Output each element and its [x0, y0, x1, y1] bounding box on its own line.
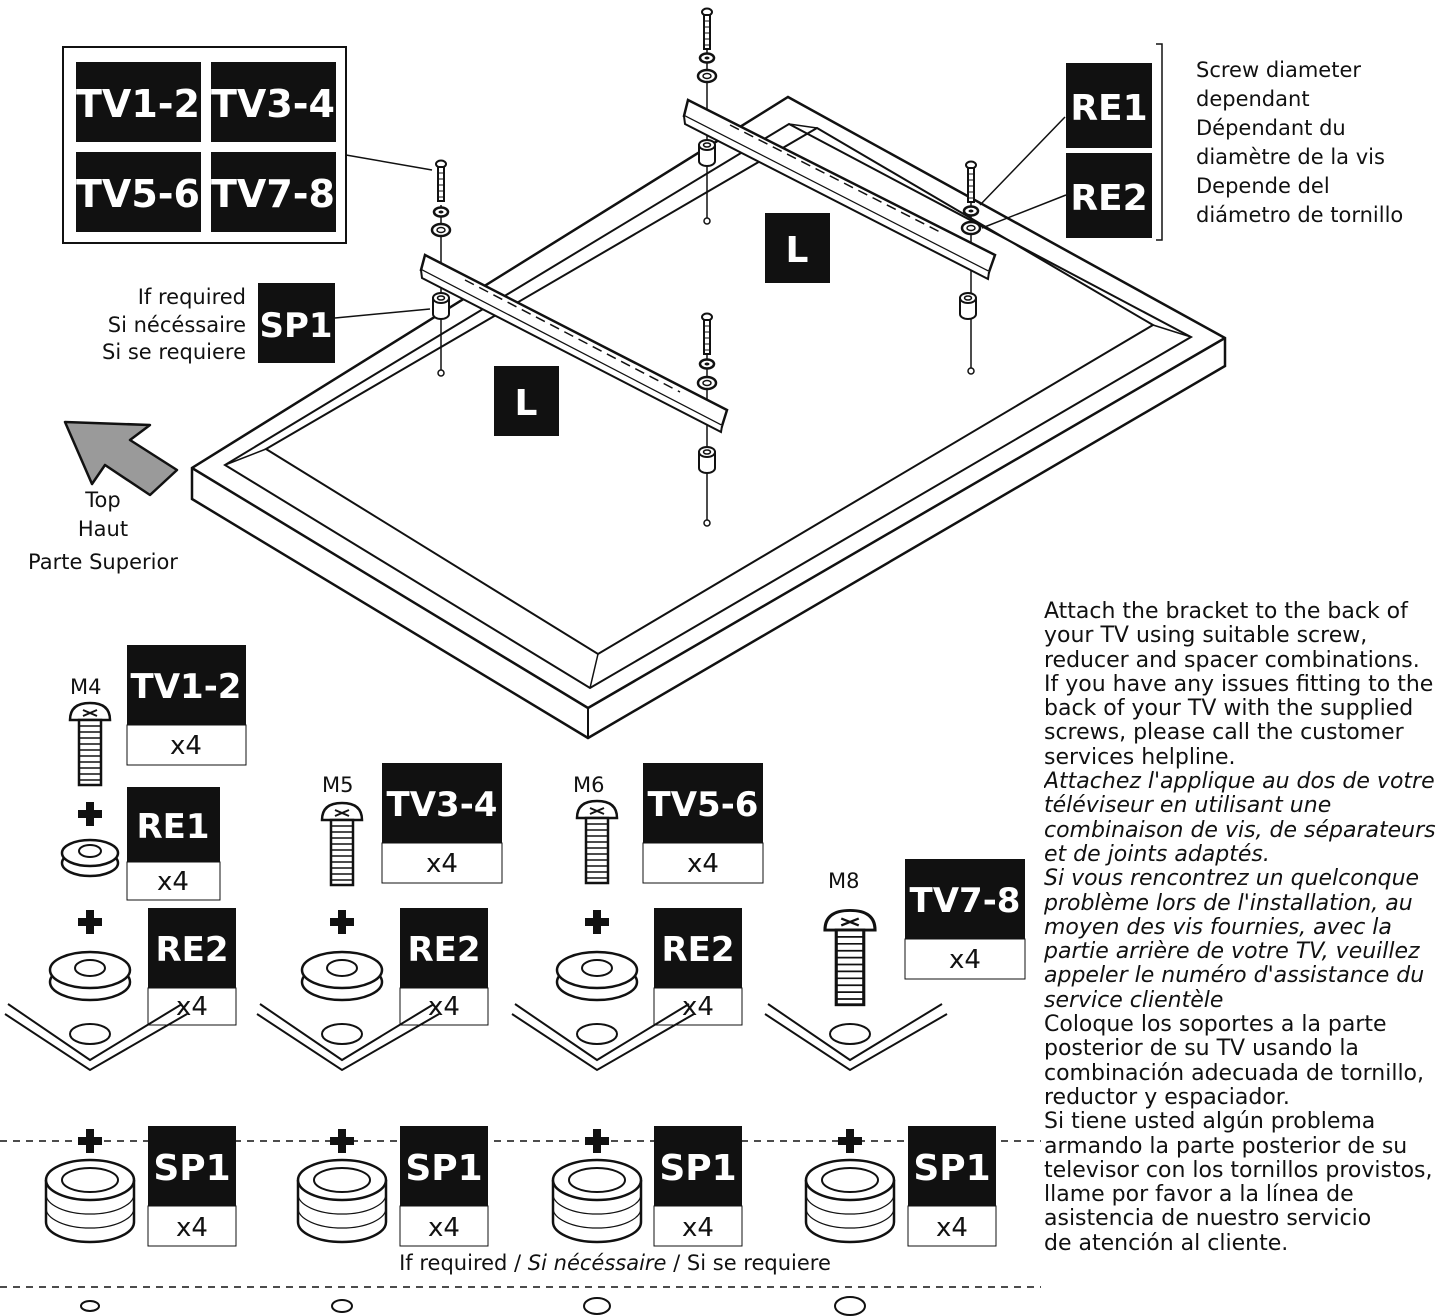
svg-text:diamètre de la vis: diamètre de la vis — [1196, 145, 1385, 169]
svg-text:L: L — [515, 383, 538, 424]
svg-text:TV7-8: TV7-8 — [211, 172, 335, 216]
bracket-upper — [682, 7, 997, 375]
bracket-lower — [419, 159, 729, 527]
svg-text:Haut: Haut — [78, 517, 128, 541]
legend-label-tv7-8: TV7-8 — [211, 152, 336, 232]
screw-label-tv3-4: TV3-4 x4 — [381, 763, 503, 884]
bracket-label-1: L — [765, 213, 830, 283]
instructions-english: Attach the bracket to the back of your T… — [1044, 600, 1434, 770]
legend-label-tv3-4: TV3-4 — [211, 62, 336, 142]
svg-text:If required: If required — [138, 285, 246, 309]
svg-text:x4: x4 — [157, 867, 189, 897]
svg-text:SP1: SP1 — [259, 306, 332, 346]
hardware-column-2: M5 TV3-4 x4 RE2 x4 SP1 x4 — [256, 763, 503, 1313]
arrow-icon — [63, 420, 179, 497]
svg-text:RE2: RE2 — [407, 930, 480, 970]
svg-text:x4: x4 — [426, 849, 458, 879]
svg-text:Si se requiere: Si se requiere — [102, 340, 246, 364]
svg-text:TV5-6: TV5-6 — [648, 785, 759, 825]
screw-diameter-note: RE1 RE2 Screw diameter dependant Dépenda… — [979, 43, 1403, 241]
spacer-label-sp1: SP1 — [258, 283, 335, 363]
svg-text:M8: M8 — [828, 869, 859, 893]
svg-text:x4: x4 — [936, 1213, 968, 1243]
screw-label-tv1-2: TV1-2 x4 — [126, 645, 247, 766]
svg-text:M5: M5 — [322, 773, 353, 797]
svg-text:RE2: RE2 — [155, 930, 228, 970]
svg-text:x4: x4 — [428, 1213, 460, 1243]
reducer-label-re2: RE2 x4 — [147, 908, 237, 1026]
legend-label-tv1-2: TV1-2 — [76, 62, 201, 142]
svg-text:RE1: RE1 — [136, 807, 209, 847]
instructions: Attach the bracket to the back of your T… — [1044, 600, 1441, 1256]
svg-text:diámetro de tornillo: diámetro de tornillo — [1196, 203, 1403, 227]
svg-text:TV1-2: TV1-2 — [76, 82, 200, 126]
svg-text:SP1: SP1 — [153, 1148, 230, 1189]
svg-text:Si nécéssaire: Si nécéssaire — [108, 313, 246, 337]
spacer-label-sp1: SP1 x4 — [907, 1126, 997, 1247]
if-required-note: If required / Si nécéssaire / Si se requ… — [399, 1251, 831, 1275]
spacer-label-sp1: SP1 x4 — [147, 1126, 237, 1247]
svg-text:M6: M6 — [573, 773, 604, 797]
screw-label-tv7-8: TV7-8 x4 — [904, 859, 1026, 980]
instructions-spanish: Coloque los soportes a la parte posterio… — [1044, 1012, 1433, 1256]
svg-text:SP1: SP1 — [913, 1148, 990, 1189]
spacer-label-sp1: SP1 x4 — [653, 1126, 743, 1247]
svg-text:x4: x4 — [687, 849, 719, 879]
svg-text:SP1: SP1 — [405, 1148, 482, 1189]
svg-text:TV7-8: TV7-8 — [910, 881, 1021, 921]
svg-text:Depende del: Depende del — [1196, 174, 1330, 198]
svg-text:Dépendant du: Dépendant du — [1196, 116, 1346, 140]
hardware-column-3: M6 TV5-6 x4 RE2 x4 SP1 x4 — [511, 763, 764, 1315]
reducer-label-re1: RE1 x4 — [126, 787, 221, 901]
reducer-label-re2: RE2 — [1066, 153, 1152, 238]
top-indicator: Top Haut Parte Superior — [28, 420, 179, 574]
svg-text:Screw diameter: Screw diameter — [1196, 58, 1361, 82]
reducer-label-re2: RE2 x4 — [399, 908, 489, 1026]
legend-label-tv5-6: TV5-6 — [76, 152, 201, 232]
hardware-column-1: M4 TV1-2 x4 RE1 x4 RE2 x4 SP1 — [4, 645, 247, 1312]
svg-text:M4: M4 — [70, 675, 101, 699]
hardware-column-4: M8 TV7-8 x4 SP1 x4 — [764, 859, 1026, 1316]
reducer-label-re1: RE1 — [1066, 63, 1152, 148]
legend-box: TV1-2 TV3-4 TV5-6 TV7-8 — [62, 46, 433, 244]
svg-text:x4: x4 — [949, 945, 981, 975]
tv-panel-icon — [764, 1003, 948, 1072]
instructions-french: Attachez l'applique au dos de votre télé… — [1044, 769, 1436, 1013]
svg-text:SP1: SP1 — [659, 1148, 736, 1189]
bracket-icon — [419, 253, 729, 434]
svg-text:L: L — [786, 230, 809, 271]
svg-text:x4: x4 — [176, 1213, 208, 1243]
tv-panel-icon — [256, 1003, 440, 1072]
tv-panel-icon — [4, 1003, 188, 1072]
bracket-icon — [682, 98, 997, 281]
svg-text:TV3-4: TV3-4 — [387, 785, 498, 825]
svg-text:Top: Top — [84, 488, 120, 512]
svg-text:TV1-2: TV1-2 — [131, 667, 242, 707]
bracket-label-2: L — [494, 366, 559, 436]
screw-label-tv5-6: TV5-6 x4 — [642, 763, 764, 884]
svg-text:RE2: RE2 — [1070, 178, 1147, 219]
svg-text:x4: x4 — [170, 731, 202, 761]
spacer-label-sp1: SP1 x4 — [399, 1126, 489, 1247]
svg-text:TV3-4: TV3-4 — [211, 82, 335, 126]
svg-text:Parte Superior: Parte Superior — [28, 550, 178, 574]
svg-text:dependant: dependant — [1196, 87, 1310, 111]
svg-text:RE1: RE1 — [1070, 88, 1147, 129]
svg-text:RE2: RE2 — [661, 930, 734, 970]
svg-text:x4: x4 — [682, 1213, 714, 1243]
spacer-note: If required Si nécéssaire Si se requiere… — [102, 283, 431, 364]
svg-text:TV5-6: TV5-6 — [76, 172, 200, 216]
tv-panel-icon — [511, 1003, 695, 1072]
reducer-label-re2: RE2 x4 — [653, 908, 743, 1026]
